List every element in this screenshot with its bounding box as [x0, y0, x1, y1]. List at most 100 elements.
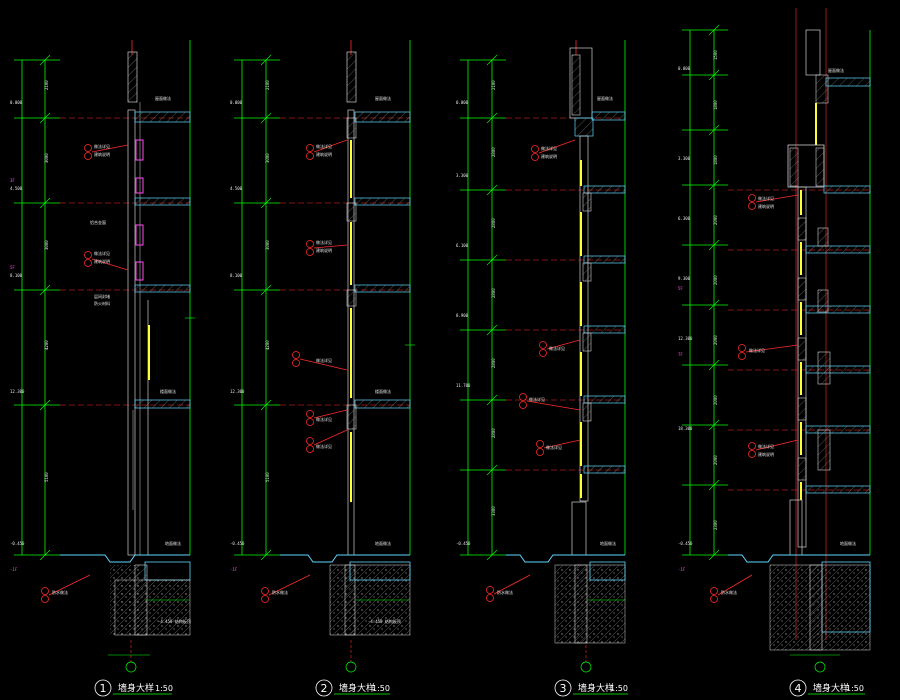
svg-text:屋面做法: 屋面做法	[375, 95, 391, 101]
section-4-title: 墙身大样	[813, 682, 849, 694]
svg-text:做法详见: 做法详见	[546, 444, 562, 450]
section-1-number: 1	[100, 682, 107, 695]
svg-text:-1F: -1F	[10, 567, 18, 572]
svg-text:-0.450: -0.450	[678, 541, 693, 546]
svg-text:地面做法: 地面做法	[165, 540, 181, 546]
svg-text:2000: 2000	[713, 335, 718, 345]
svg-text:7F: 7F	[678, 352, 683, 357]
svg-text:做法详见: 做法详见	[758, 443, 774, 449]
svg-text:做法详见: 做法详见	[94, 143, 110, 149]
svg-text:3000: 3000	[265, 240, 270, 250]
svg-text:12.300: 12.300	[230, 389, 245, 394]
svg-text:-0.450: -0.450	[10, 541, 25, 546]
section-2-scale: 1:50	[372, 684, 390, 693]
svg-text:2000: 2000	[713, 395, 718, 405]
svg-text:6.100: 6.100	[456, 243, 469, 248]
svg-text:5100: 5100	[44, 472, 49, 482]
svg-text:防火材料: 防火材料	[94, 300, 110, 306]
svg-text:4200: 4200	[265, 340, 270, 350]
svg-text:地面做法: 地面做法	[375, 540, 391, 546]
svg-text:建筑说明: 建筑说明	[316, 247, 332, 253]
section-3-title: 墙身大样	[578, 682, 614, 694]
svg-text:2300: 2300	[713, 520, 718, 530]
svg-text:-1F: -1F	[230, 567, 238, 572]
section-1-title: 墙身大样	[118, 682, 154, 694]
svg-text:屋面做法: 屋面做法	[597, 95, 613, 101]
svg-text:做法详见: 做法详见	[316, 443, 332, 449]
svg-text:2800: 2800	[491, 147, 496, 157]
section-4-scale: 1:50	[846, 684, 864, 693]
svg-text:0.000: 0.000	[678, 66, 691, 71]
svg-text:做法详见: 做法详见	[94, 250, 110, 256]
svg-text:2000: 2000	[713, 275, 718, 285]
svg-text:4.500: 4.500	[10, 186, 23, 191]
svg-text:4.500: 4.500	[230, 186, 243, 191]
svg-text:5F: 5F	[10, 265, 15, 270]
section-3-scale: 1:50	[610, 684, 628, 693]
svg-text:1500: 1500	[713, 50, 718, 60]
svg-text:9.300: 9.300	[678, 276, 691, 281]
svg-text:地面做法: 地面做法	[840, 540, 856, 546]
svg-text:12.300: 12.300	[10, 389, 25, 394]
svg-text:防水做法: 防水做法	[497, 589, 513, 595]
svg-text:6.300: 6.300	[678, 216, 691, 221]
section-2-title: 墙身大样	[339, 682, 375, 694]
svg-text:1800: 1800	[713, 100, 718, 110]
svg-text:楼面做法: 楼面做法	[375, 388, 391, 394]
svg-text:建筑说明: 建筑说明	[758, 451, 774, 457]
section-4-number: 4	[795, 682, 802, 695]
svg-text:-4.450 结构板顶: -4.450 结构板顶	[368, 618, 401, 624]
svg-text:建筑说明: 建筑说明	[316, 151, 332, 157]
svg-text:2800: 2800	[491, 428, 496, 438]
svg-text:2800: 2800	[491, 358, 496, 368]
svg-text:11.700: 11.700	[456, 383, 471, 388]
section-1-number-circle	[94, 679, 112, 697]
svg-text:做法详见: 做法详见	[316, 416, 332, 422]
section-4: 1500 1800 1800 2000 2000 2000 2000 2000 …	[678, 8, 871, 697]
svg-text:12.300: 12.300	[678, 336, 693, 341]
svg-text:8.100: 8.100	[10, 273, 23, 278]
svg-text:4200: 4200	[44, 340, 49, 350]
svg-text:3000: 3000	[265, 153, 270, 163]
section-1-scale: 1:50	[155, 684, 173, 693]
svg-text:防水做法: 防水做法	[272, 589, 288, 595]
svg-text:建筑说明: 建筑说明	[94, 258, 110, 264]
svg-text:屋面做法: 屋面做法	[828, 67, 844, 73]
svg-text:-0.450: -0.450	[456, 541, 471, 546]
section-2: 2100 3000 3000 4200 5100 0.0004.5008.100…	[230, 40, 415, 697]
svg-text:0.000: 0.000	[230, 100, 243, 105]
svg-text:3300: 3300	[491, 506, 496, 516]
svg-text:做法详见: 做法详见	[529, 396, 545, 402]
svg-text:18.300: 18.300	[678, 426, 693, 431]
svg-text:做法详见: 做法详见	[316, 357, 332, 363]
svg-text:3000: 3000	[44, 240, 49, 250]
svg-text:楼面做法: 楼面做法	[160, 388, 176, 394]
section-3: 2100 2800 2800 2800 2800 2800 3300 0.000…	[456, 40, 628, 697]
svg-text:2100: 2100	[44, 80, 49, 90]
svg-text:做法详见: 做法详见	[749, 347, 765, 353]
svg-text:做法详见: 做法详见	[758, 195, 774, 201]
section-2-number: 2	[321, 682, 328, 695]
svg-text:3.300: 3.300	[678, 156, 691, 161]
section-2-number-circle	[315, 679, 333, 697]
svg-text:5100: 5100	[265, 472, 270, 482]
svg-text:建筑说明: 建筑说明	[94, 151, 110, 157]
svg-text:5F: 5F	[678, 286, 683, 291]
svg-text:-4.450 结构板顶: -4.450 结构板顶	[158, 618, 191, 624]
svg-text:1800: 1800	[713, 155, 718, 165]
svg-text:3.300: 3.300	[456, 173, 469, 178]
svg-text:2000: 2000	[713, 215, 718, 225]
svg-text:做法详见: 做法详见	[316, 143, 332, 149]
section-3-number: 3	[560, 682, 567, 695]
svg-text:2800: 2800	[491, 288, 496, 298]
svg-text:2100: 2100	[491, 80, 496, 90]
svg-text:建筑说明: 建筑说明	[541, 153, 557, 159]
svg-text:8.100: 8.100	[230, 273, 243, 278]
svg-text:0.000: 0.000	[10, 100, 23, 105]
svg-text:防水做法: 防水做法	[52, 589, 68, 595]
svg-text:2000: 2000	[713, 455, 718, 465]
section-1: 2100 3000 3000 4200 5100 0.0004.5008.100…	[10, 40, 195, 697]
svg-text:做法详见: 做法详见	[549, 345, 565, 351]
svg-text:-1F: -1F	[678, 567, 686, 572]
